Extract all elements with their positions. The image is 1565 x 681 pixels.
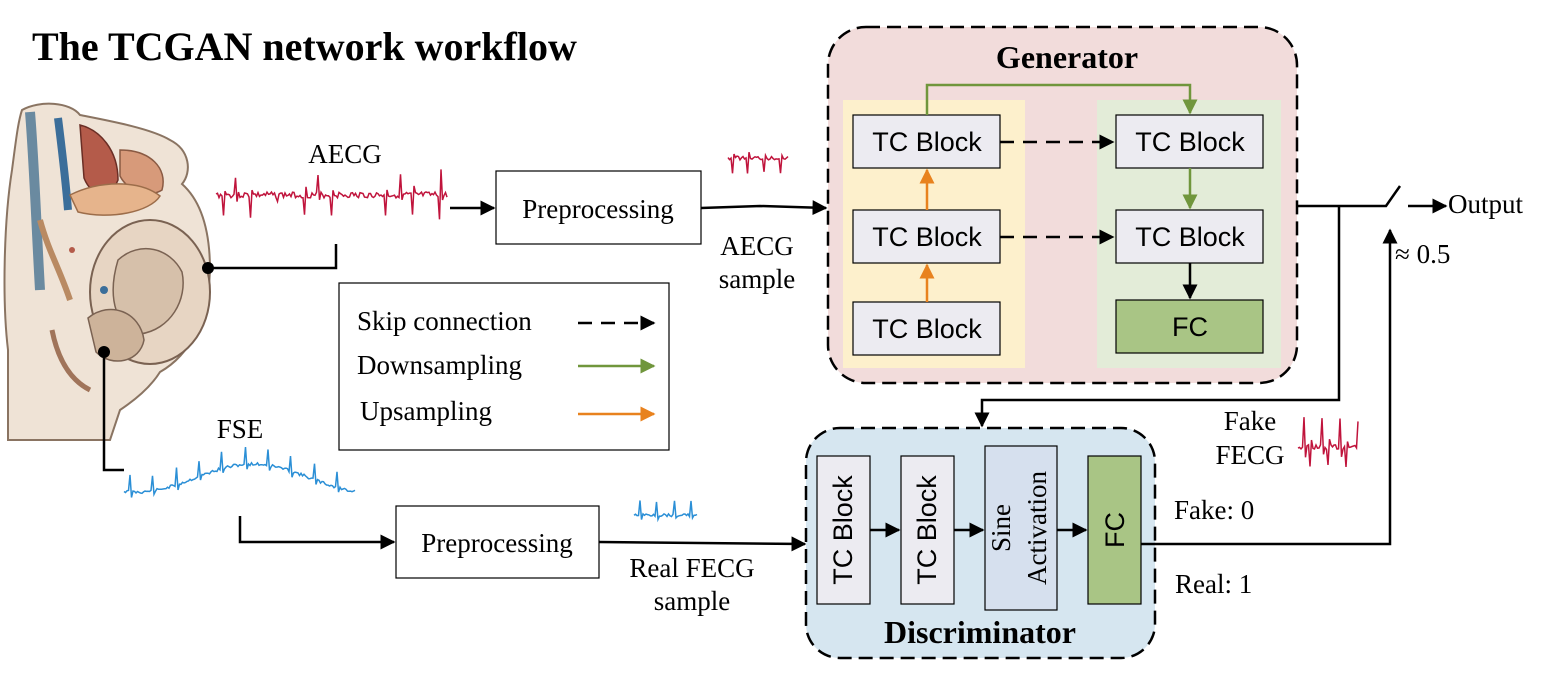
discriminator-title: Discriminator <box>884 614 1076 650</box>
gen-decoder-block-2-label: TC Block <box>1135 222 1245 252</box>
arrow-to-bottom-preprocessing <box>238 516 396 550</box>
fake-fecg-label-1: Fake <box>1224 406 1277 436</box>
disc-block-1 <box>816 455 871 605</box>
downsample-arrow-top <box>925 83 1198 115</box>
gen-decoder-block-1-label: TC Block <box>1135 127 1245 157</box>
bottom-preprocessing-box <box>395 505 600 579</box>
disc-block-2 <box>900 455 955 605</box>
real-fecg-sample-waveform <box>633 500 698 523</box>
legend-down-label: Downsampling <box>357 350 522 380</box>
aecg-waveform <box>215 169 448 220</box>
fake-fecg-waveform <box>1297 417 1359 468</box>
disc-sine-label-2: Activation <box>1022 471 1052 585</box>
arrow-to-discriminator <box>598 536 807 552</box>
real-1-label: Real: 1 <box>1175 569 1252 599</box>
gen-fc-label: FC <box>1172 312 1208 342</box>
gen-encoder-block-3 <box>852 301 1001 356</box>
legend: Skip connection Downsampling Upsampling <box>338 282 670 451</box>
aecg-label: AECG <box>308 139 382 169</box>
disc-block-1-label: TC Block <box>828 475 858 585</box>
aecg-electrode-line <box>208 244 338 270</box>
legend-skip-label: Skip connection <box>357 306 532 336</box>
fse-electrode-line <box>102 352 124 472</box>
real-fecg-label-1: Real FECG <box>629 553 754 583</box>
arrow-to-generator <box>700 200 828 216</box>
generator-panel: Generator TC Block TC Block TC Block TC … <box>826 25 1299 385</box>
legend-up-label: Upsampling <box>360 396 492 426</box>
gen-encoder-block-1 <box>852 114 1001 169</box>
aecg-sample-label-2: sample <box>719 264 795 294</box>
disc-sine-label-1: Sine <box>986 504 1016 552</box>
real-fecg-label-2: sample <box>654 586 730 616</box>
output-label: Output <box>1448 189 1524 219</box>
fse-label: FSE <box>217 414 264 444</box>
figure-title: The TCGAN network workflow <box>32 24 577 69</box>
aecg-sample-label-1: AECG <box>720 231 794 261</box>
pregnant-anatomy-illustration <box>3 102 212 441</box>
gen-encoder-block-1-label: TC Block <box>872 127 982 157</box>
discriminator-panel: Discriminator TC Block TC Block Sine Act… <box>804 426 1157 660</box>
bottom-preprocessing-label: Preprocessing <box>421 528 572 558</box>
output-switch-line <box>1297 185 1402 208</box>
approx-label: ≈ 0.5 <box>1395 239 1450 269</box>
disc-fc-label: FC <box>1100 512 1130 548</box>
gen-encoder-block-2-label: TC Block <box>872 222 982 252</box>
fse-waveform <box>123 447 356 498</box>
gen-decoder-block-1 <box>1115 114 1264 169</box>
disc-sine-block <box>984 445 1058 611</box>
gen-encoder-block-2 <box>852 209 1001 264</box>
gen-fc-block <box>1115 299 1264 354</box>
aecg-sample-waveform <box>727 152 789 174</box>
discriminator-frame <box>804 426 1157 660</box>
disc-block-2-label: TC Block <box>912 475 942 585</box>
top-preprocessing-label: Preprocessing <box>522 194 673 224</box>
fake-to-discriminator-arrow <box>974 206 1341 428</box>
generator-title: Generator <box>996 39 1138 75</box>
disc-fc-block <box>1087 455 1142 605</box>
fake-0-label: Fake: 0 <box>1174 495 1254 525</box>
fake-fecg-label-2: FECG <box>1215 440 1284 470</box>
top-preprocessing-box <box>495 170 702 245</box>
gen-encoder-block-3-label: TC Block <box>872 314 982 344</box>
disc-output-arrow <box>1141 228 1398 546</box>
gen-decoder-block-2 <box>1115 209 1264 264</box>
